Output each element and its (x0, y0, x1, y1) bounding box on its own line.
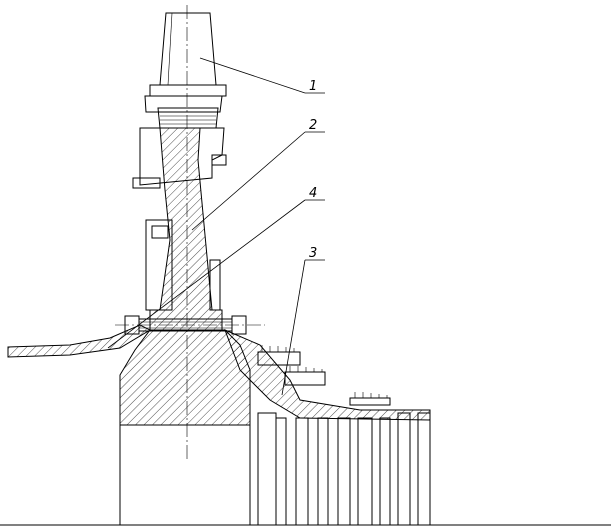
callout-label-4: 4 (309, 186, 317, 201)
side-plates (145, 219, 221, 311)
drum-rings (257, 412, 431, 526)
callout-label-3: 3 (309, 246, 317, 261)
callout-label-1: 1 (309, 79, 317, 94)
hub-lower (119, 425, 251, 525)
leaders (107, 57, 325, 396)
rear-disk (224, 329, 431, 421)
front-cone (7, 324, 152, 358)
callout-label-2: 2 (309, 118, 317, 133)
blade (144, 12, 227, 113)
disk-rim (132, 107, 227, 189)
disk-web (149, 127, 223, 331)
